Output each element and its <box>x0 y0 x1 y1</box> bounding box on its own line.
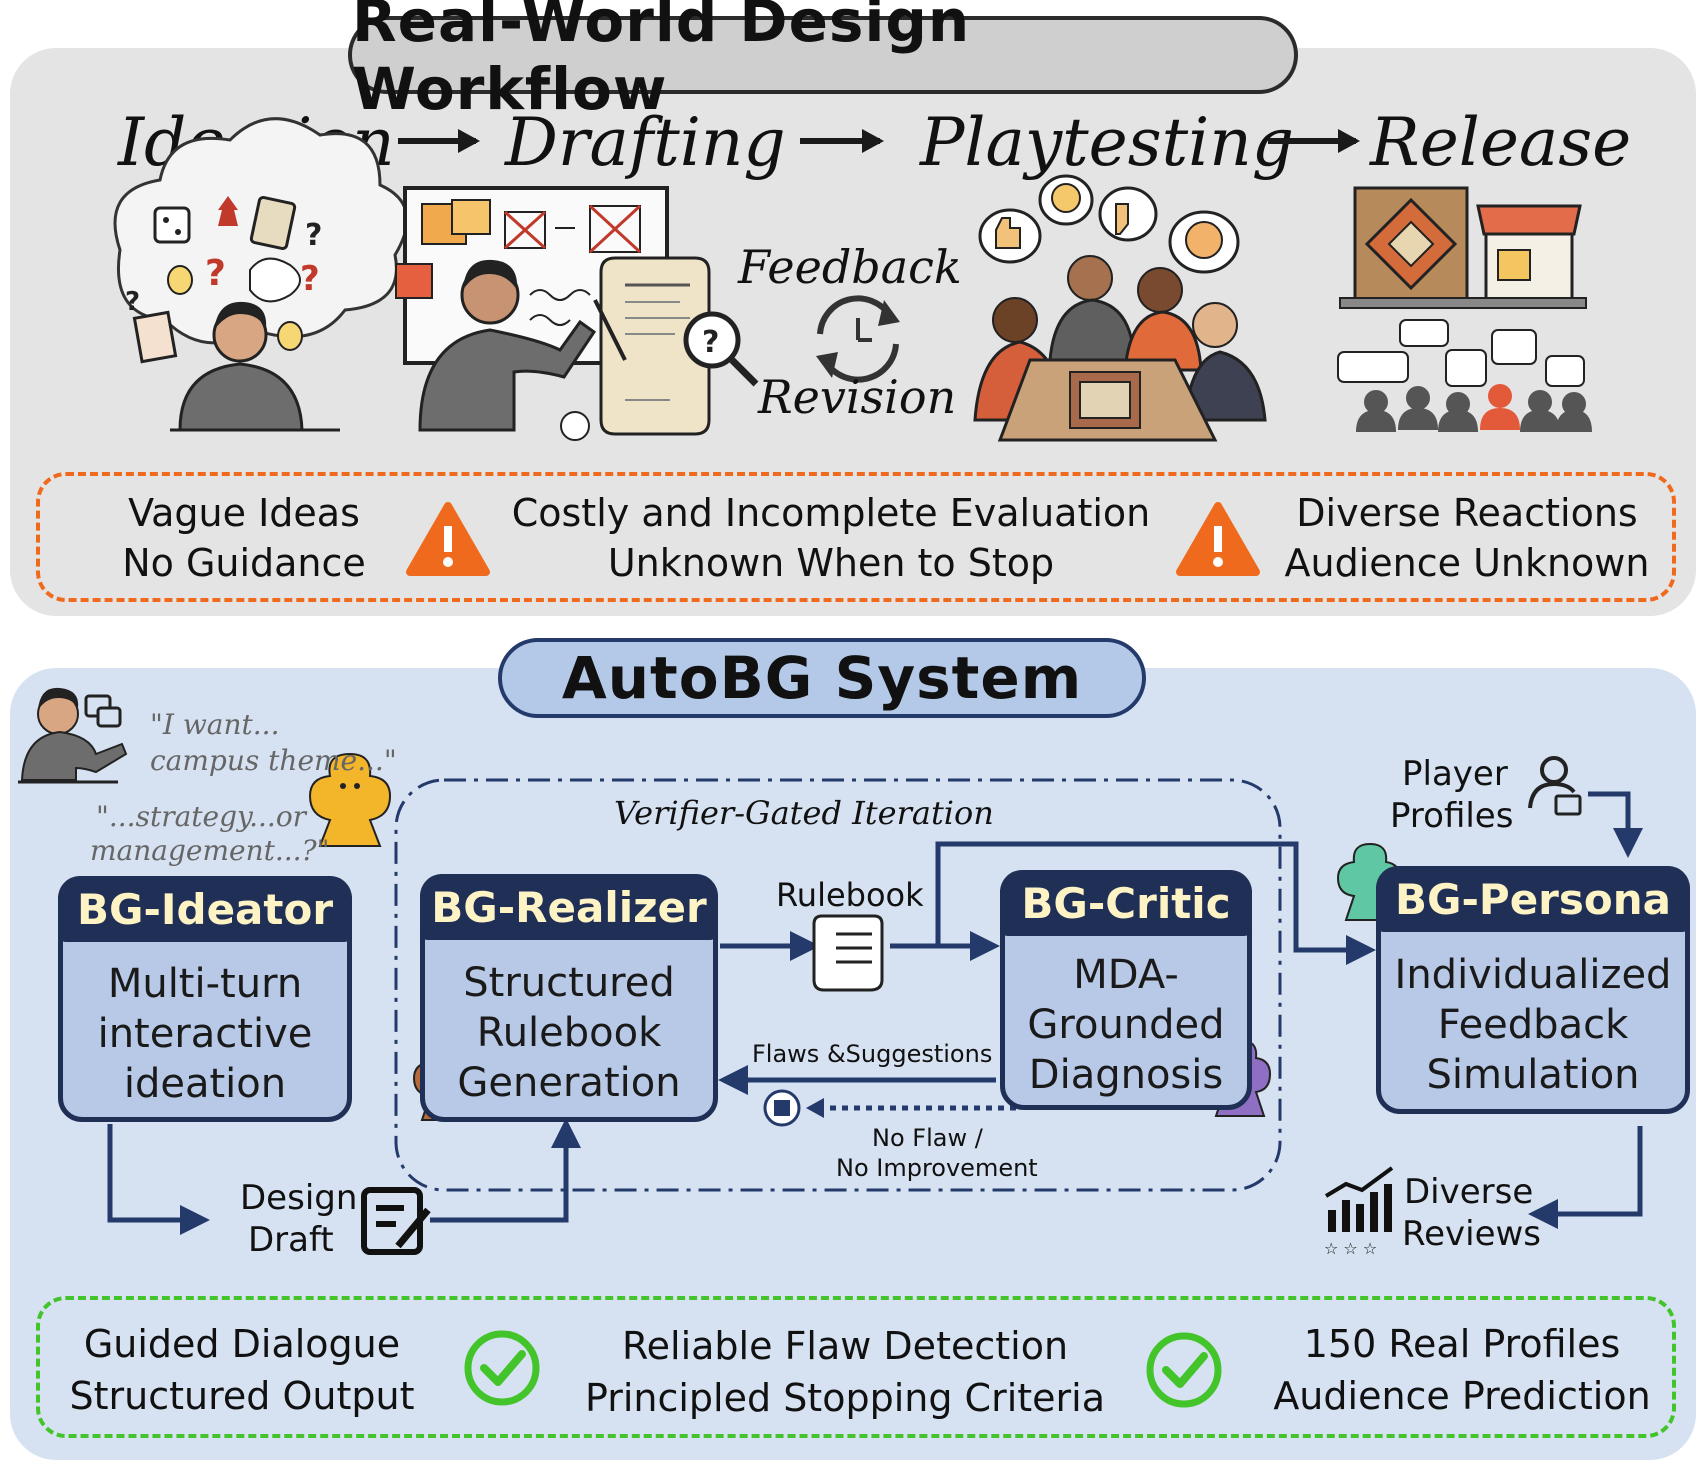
bg-persona-name: BG-Persona <box>1376 866 1690 932</box>
bg-ideator-desc-line1: Multi-turn <box>107 961 303 1007</box>
svg-text:?: ? <box>702 325 719 360</box>
revision-label: Revision <box>758 370 957 424</box>
svg-text:☆ ☆ ☆: ☆ ☆ ☆ <box>1324 1239 1377 1258</box>
stage-drafting: Drafting <box>505 104 786 181</box>
user-quote-line2: campus theme..." <box>150 744 397 777</box>
challenge-ideation-line2: No Guidance <box>122 541 366 585</box>
challenge-audience-line2: Audience Unknown <box>1284 541 1650 585</box>
flaws-suggestions-label: Flaws &Suggestions <box>752 1040 993 1068</box>
solution-ideation: Guided Dialogue Structured Output <box>52 1318 432 1422</box>
drafting-illustration: ? <box>395 186 759 441</box>
chat-icon <box>84 694 122 728</box>
system-title: AutoBG System <box>498 638 1146 718</box>
stop-icon <box>763 1089 801 1127</box>
player-profiles-label-line2: Profiles <box>1390 796 1514 836</box>
bg-realizer-desc-line2: Rulebook <box>476 1010 662 1056</box>
check-circle-icon <box>1146 1332 1222 1408</box>
solution-ideation-line2: Structured Output <box>69 1374 415 1418</box>
solution-audience: 150 Real Profiles Audience Prediction <box>1262 1318 1662 1422</box>
stage-arrow-1 <box>398 129 480 153</box>
stage-arrow-2 <box>800 129 884 153</box>
meeple-mascot-icon <box>308 752 392 847</box>
bg-realizer-desc-line3: Generation <box>457 1060 681 1106</box>
bg-ideator-desc-line2: interactive <box>97 1011 313 1057</box>
iteration-label: Verifier-Gated Iteration <box>614 794 994 832</box>
bg-critic-desc: MDA- Grounded Diagnosis <box>1005 945 1247 1105</box>
bg-persona-desc-line2: Feedback <box>1437 1002 1629 1048</box>
warning-icon <box>1176 502 1260 576</box>
stage-arrow-3 <box>1268 129 1360 153</box>
challenge-evaluation-line2: Unknown When to Stop <box>607 541 1055 585</box>
playtesting-illustration <box>973 174 1267 442</box>
solution-evaluation-line2: Principled Stopping Criteria <box>584 1376 1106 1420</box>
bg-ideator-desc: Multi-turn interactive ideation <box>63 951 347 1117</box>
challenges-box <box>36 472 1676 602</box>
bg-realizer-name: BG-Realizer <box>420 874 718 940</box>
edit-document-icon <box>361 1187 431 1255</box>
stage-playtesting: Playtesting <box>920 104 1294 181</box>
player-profile-icon <box>1528 756 1582 816</box>
rulebook-scroll-icon <box>812 914 884 992</box>
svg-text:?: ? <box>205 253 226 294</box>
bg-ideator-desc-line3: ideation <box>123 1061 287 1107</box>
ideator-quote-line2: management...?" <box>90 834 330 867</box>
challenge-ideation-line1: Vague Ideas <box>128 491 360 535</box>
player-profiles-label-line1: Player <box>1402 754 1508 794</box>
solution-ideation-line1: Guided Dialogue <box>83 1322 401 1366</box>
reviews-chart-icon: ☆ ☆ ☆ <box>1324 1166 1394 1258</box>
solution-evaluation-line1: Reliable Flaw Detection <box>621 1324 1069 1368</box>
challenge-audience: Diverse Reactions Audience Unknown <box>1282 488 1652 588</box>
bg-critic-desc-line3: Diagnosis <box>1028 1052 1224 1098</box>
bg-critic-desc-line1: MDA- <box>1073 952 1179 998</box>
challenge-evaluation: Costly and Incomplete Evaluation Unknown… <box>506 488 1156 588</box>
svg-text:?: ? <box>305 218 322 253</box>
solution-evaluation: Reliable Flaw Detection Principled Stopp… <box>568 1320 1122 1424</box>
bg-realizer-desc: Structured Rulebook Generation <box>425 949 713 1117</box>
warning-icon <box>406 502 490 576</box>
bg-realizer-card: BG-Realizer Structured Rulebook Generati… <box>420 874 718 1122</box>
bg-critic-card: BG-Critic MDA- Grounded Diagnosis <box>1000 870 1252 1110</box>
design-draft-label-line1: Design <box>240 1178 358 1218</box>
diverse-reviews-label-line2: Reviews <box>1402 1214 1542 1254</box>
solution-audience-line2: Audience Prediction <box>1273 1374 1651 1418</box>
bg-critic-desc-line2: Grounded <box>1027 1002 1225 1048</box>
check-circle-icon <box>464 1330 540 1406</box>
rulebook-label: Rulebook <box>776 876 924 914</box>
ideator-quote-line1: "...strategy...or <box>96 800 307 833</box>
challenge-audience-line1: Diverse Reactions <box>1296 491 1638 535</box>
feedback-cycle-icon <box>816 295 900 383</box>
solutions-box <box>36 1296 1676 1438</box>
solution-audience-line1: 150 Real Profiles <box>1303 1322 1621 1366</box>
bg-persona-desc-line1: Individualized <box>1394 952 1672 998</box>
user-avatar <box>18 687 128 784</box>
bg-persona-card: BG-Persona Individualized Feedback Simul… <box>1376 866 1690 1114</box>
stage-release: Release <box>1370 104 1632 181</box>
bg-realizer-desc-line1: Structured <box>463 960 675 1006</box>
design-draft-label-line2: Draft <box>248 1220 334 1260</box>
bg-persona-desc-line3: Simulation <box>1426 1052 1640 1098</box>
diverse-reviews-label-line1: Diverse <box>1404 1172 1534 1212</box>
challenge-evaluation-line1: Costly and Incomplete Evaluation <box>511 491 1151 535</box>
no-flaw-label-line2: No Improvement <box>836 1154 1038 1182</box>
challenge-ideation: Vague Ideas No Guidance <box>84 488 404 588</box>
svg-text:?: ? <box>300 259 320 299</box>
bg-ideator-name: BG-Ideator <box>58 876 352 942</box>
svg-text:?: ? <box>125 287 140 317</box>
ideation-illustration: ? ? ? ? <box>113 117 409 432</box>
release-illustration <box>1337 186 1592 432</box>
feedback-label: Feedback <box>738 240 962 294</box>
user-quote-line1: "I want... <box>150 708 280 741</box>
no-flaw-label-line1: No Flaw / <box>872 1124 983 1152</box>
bg-critic-name: BG-Critic <box>1000 870 1252 936</box>
bg-ideator-card: BG-Ideator Multi-turn interactive ideati… <box>58 876 352 1122</box>
bg-persona-desc: Individualized Feedback Simulation <box>1381 941 1685 1109</box>
